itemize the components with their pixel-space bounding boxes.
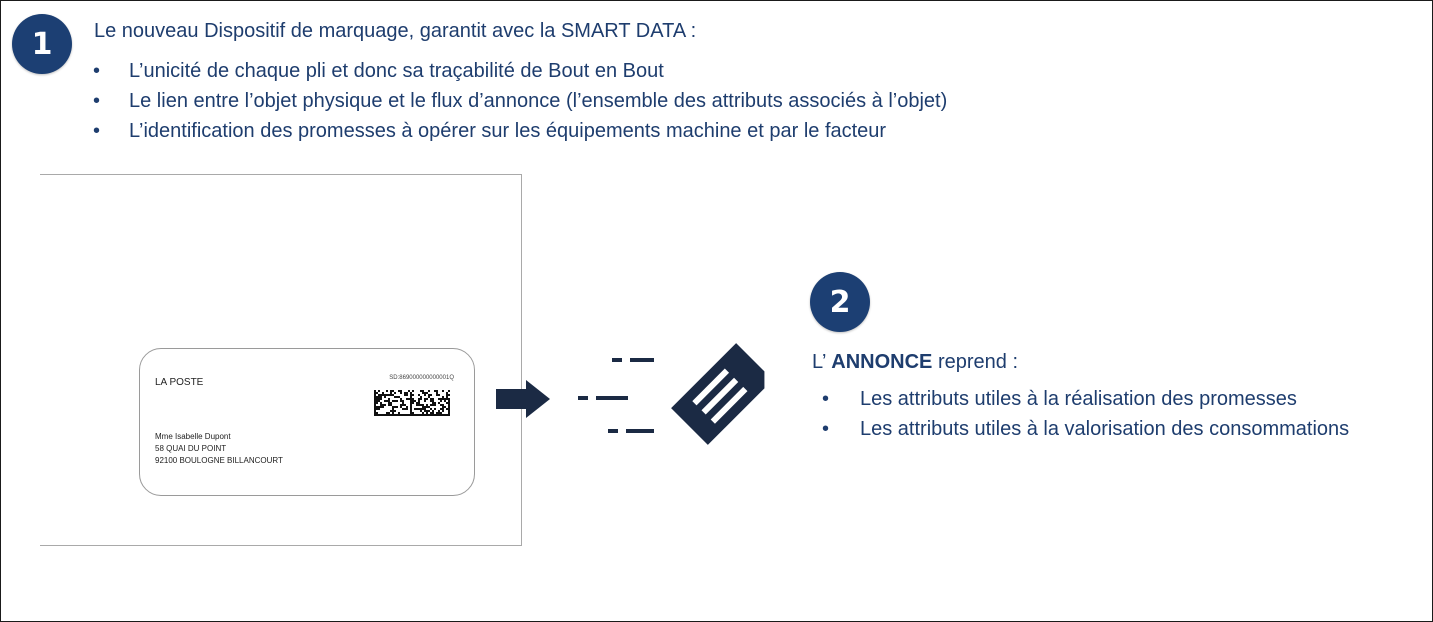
step-2-bullet-list: Les attributs utiles à la réalisation de… [822, 384, 1349, 444]
envelope-sender: LA POSTE [155, 377, 204, 388]
annonce-title-suffix: reprend : [932, 351, 1019, 373]
address-line: 92100 BOULOGNE BILLANCOURT [155, 456, 283, 465]
address-line: Mme Isabelle Dupont [155, 432, 231, 441]
step-2-badge: 2 [810, 272, 870, 332]
annonce-title: L’ ANNONCE reprend : [812, 348, 1018, 376]
step-1-bullet-list: L’unicité de chaque pli et donc sa traça… [93, 56, 947, 146]
step-1-bullet: L’unicité de chaque pli et donc sa traça… [93, 56, 947, 86]
step-2-bullet: Les attributs utiles à la réalisation de… [822, 384, 1349, 414]
envelope: LA POSTE SD:869000000000001Q Mme Isabell… [139, 348, 475, 496]
data-stream-icon [578, 343, 765, 445]
annonce-title-bold: ANNONCE [831, 351, 933, 373]
step-1-bullet: L’identification des promesses à opérer … [93, 116, 947, 146]
step-1-intro: Le nouveau Dispositif de marquage, garan… [94, 20, 697, 42]
address-line: 58 QUAI DU POINT [155, 444, 227, 453]
step-1-bullet: Le lien entre l’objet physique et le flu… [93, 86, 947, 116]
step-2-bullet: Les attributs utiles à la valorisation d… [822, 414, 1349, 444]
envelope-address: Mme Isabelle Dupont 58 QUAI DU POINT 921… [155, 431, 283, 467]
datamatrix-code-icon [374, 390, 450, 416]
envelope-sd-code: SD:869000000000001Q [389, 375, 454, 381]
arrow-right-icon [496, 380, 550, 418]
document-tag-icon [671, 343, 765, 445]
step-1-badge: 1 [12, 14, 72, 74]
annonce-title-prefix: L’ [812, 351, 832, 373]
